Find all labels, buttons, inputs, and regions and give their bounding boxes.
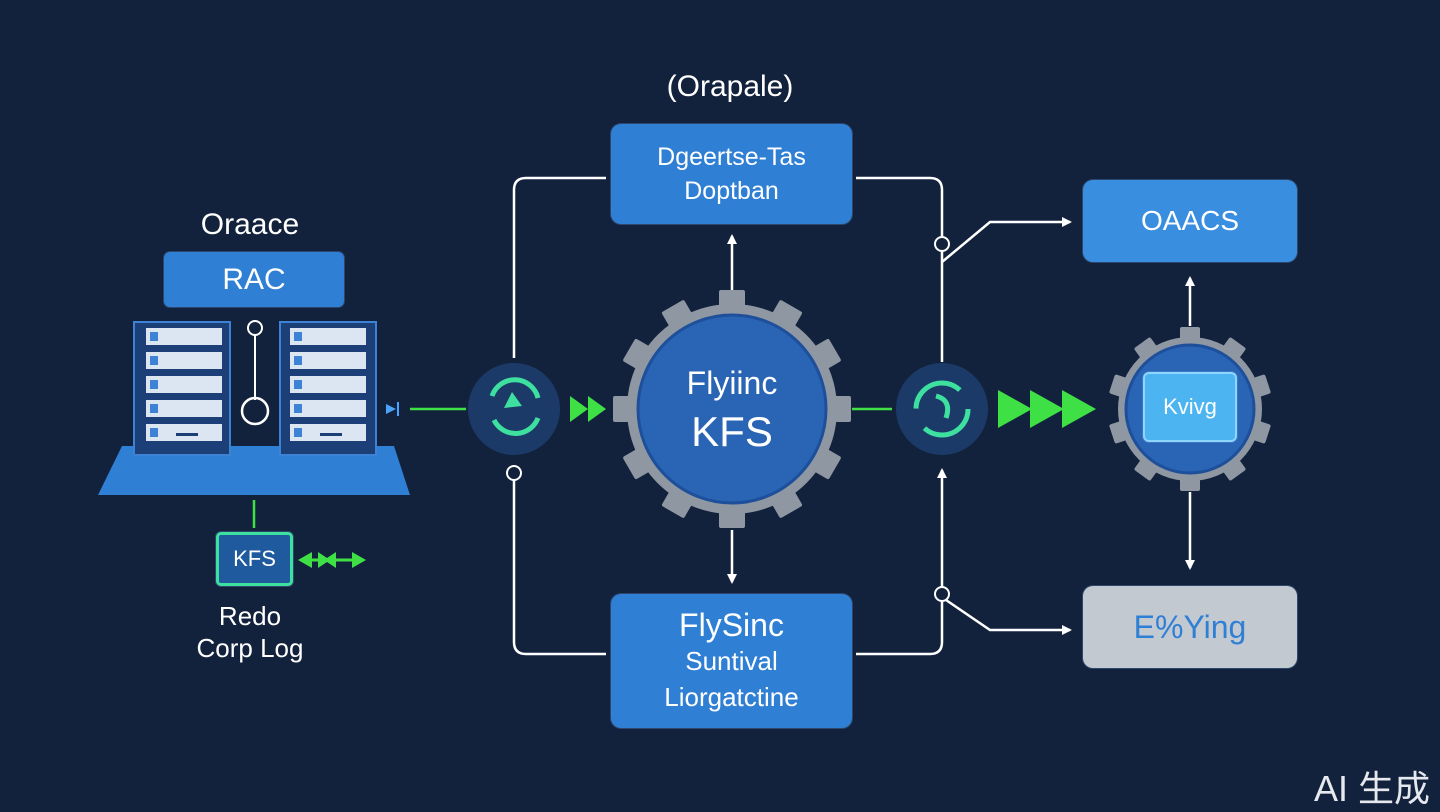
gear-tooth — [613, 396, 631, 422]
gear-tooth — [661, 490, 693, 518]
gear-tooth — [771, 490, 803, 518]
gear-tooth — [623, 448, 651, 480]
core-gear-label: Flyiinc KFS — [632, 362, 832, 460]
gear-tooth — [833, 396, 851, 422]
core-bottom-box: FlySinc Suntival Liorgatctine — [611, 594, 852, 728]
left-loop-connector — [506, 176, 606, 656]
gear-tooth — [1134, 337, 1158, 360]
gear-tooth — [623, 338, 651, 370]
gear-tooth — [813, 338, 841, 370]
core-gear-line2: KFS — [691, 408, 773, 455]
gear-tooth — [719, 290, 745, 308]
redo-log-line1: Redo — [218, 601, 282, 631]
rac-server-cluster — [98, 320, 410, 495]
green-triple-arrow-to-target — [998, 390, 1096, 428]
sync-node-left — [468, 363, 560, 455]
target-top-box: OAACS — [1083, 180, 1297, 262]
gear-tooth — [1222, 458, 1246, 481]
rack-to-sync-connector — [386, 402, 466, 416]
target-bottom-box: E%Ying — [1083, 586, 1297, 668]
target-gear-box: Kvivg — [1143, 372, 1237, 442]
bidirectional-green-arrow — [298, 552, 366, 568]
redo-log-line2: Corp Log — [196, 633, 304, 663]
top-title: (Orapale) — [666, 70, 794, 103]
target-gear-label: Kvivg — [1163, 394, 1217, 419]
gear-tooth — [771, 300, 803, 328]
core-gear — [613, 290, 851, 528]
core-gear-line1: Flyiinc — [686, 365, 778, 401]
core-bottom-box-line3: Liorgatctine — [664, 682, 799, 712]
ai-watermark: AI 生成 — [1313, 768, 1430, 809]
right-loop-connector — [856, 176, 1072, 656]
green-double-arrow-to-core — [570, 396, 606, 422]
target-top-label: OAACS — [1140, 205, 1240, 236]
rac-label-box: RAC — [164, 252, 344, 307]
server-rack-left — [133, 321, 231, 456]
gear-tooth — [813, 448, 841, 480]
source-title: Oraace — [200, 208, 300, 241]
core-top-box-line2: Doptban — [684, 177, 779, 205]
server-rack-right — [279, 321, 377, 456]
core-bottom-box-line2: Suntival — [685, 646, 778, 676]
core-bottom-box-line1: FlySinc — [679, 607, 784, 643]
target-bottom-label: E%Ying — [1133, 608, 1247, 645]
redo-log-label: Redo Corp Log — [170, 600, 330, 664]
interconnect-link — [240, 320, 270, 426]
rac-label: RAC — [222, 262, 286, 296]
core-top-box-line1: Dgeertse-Tas — [657, 143, 806, 171]
gear-tooth — [719, 510, 745, 528]
sync-node-right — [896, 363, 988, 455]
gear-tooth — [1222, 337, 1246, 360]
core-top-box: Dgeertse-Tas Doptban — [611, 124, 852, 224]
kfs-small-label: KFS — [233, 546, 276, 571]
kfs-label-box: KFS — [216, 532, 293, 586]
gear-tooth — [1134, 458, 1158, 481]
gear-tooth — [661, 300, 693, 328]
server-base-platform — [98, 446, 410, 495]
